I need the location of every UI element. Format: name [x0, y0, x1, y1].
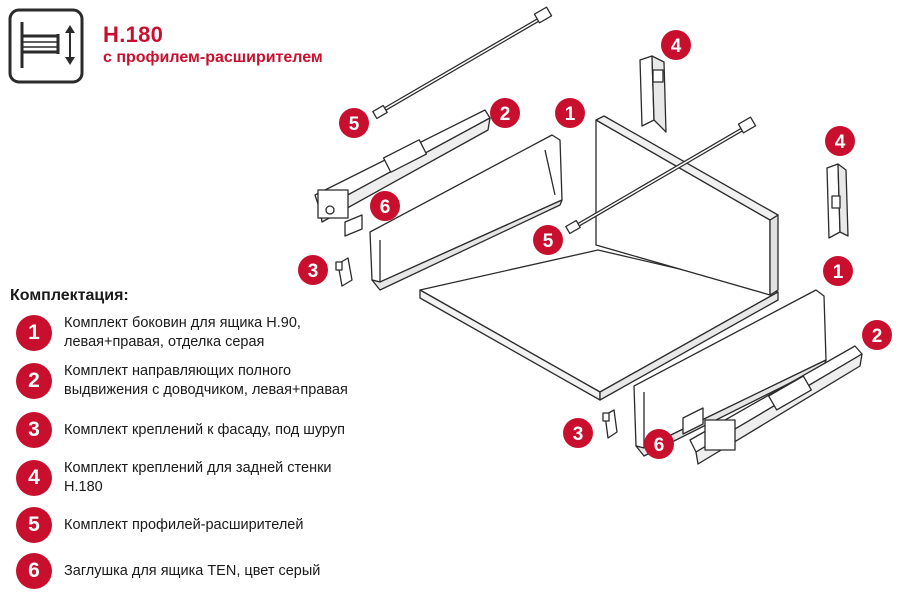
legend-label: Заглушка для ящика TEN, цвет серый — [64, 562, 321, 579]
svg-text:5: 5 — [543, 231, 554, 252]
right-runner — [689, 345, 863, 465]
svg-text:2: 2 — [500, 104, 511, 125]
callout-3-left-front-bracket: 3 — [298, 255, 328, 285]
legend-badge: 5 — [16, 507, 52, 543]
callout-5-center-rod: 5 — [533, 225, 563, 255]
svg-text:3: 3 — [308, 261, 319, 282]
legend-badge: 2 — [16, 363, 52, 399]
center-rod — [565, 116, 757, 235]
legend-title: Комплектация: — [10, 287, 129, 304]
legend-label: Комплект направляющих полного выдвижения… — [64, 363, 348, 398]
svg-text:4: 4 — [835, 132, 846, 153]
callout-2-right-runner: 2 — [862, 320, 892, 350]
svg-text:1: 1 — [833, 262, 844, 283]
legend-item-3: 3 Комплект креплений к фасаду, под шуруп — [16, 412, 394, 448]
svg-text:1: 1 — [565, 104, 576, 125]
legend-badge: 1 — [16, 315, 52, 351]
svg-text:4: 4 — [671, 36, 682, 57]
callout-5-left-rod: 5 — [339, 108, 369, 138]
callout-6-left-cap: 6 — [370, 191, 400, 221]
drawer-bottom-panel — [419, 249, 779, 401]
legend-badge: 4 — [16, 460, 52, 496]
callout-4-back-bracket-right: 4 — [825, 126, 855, 156]
legend-item-5: 5 Комплект профилей-расширителей — [16, 507, 394, 543]
legend-item-1: 1 Комплект боковин для ящика H.90, левая… — [16, 314, 394, 352]
drawer-height-icon — [8, 8, 84, 84]
left-cap — [344, 214, 363, 237]
callout-4-back-bracket-left: 4 — [661, 30, 691, 60]
legend-label: Комплект профилей-расширителей — [64, 516, 304, 533]
left-side-panel — [369, 134, 563, 291]
page-subtitle: с профилем-расширителем — [103, 49, 323, 66]
page-title: H.180 — [103, 22, 164, 47]
left-rod — [372, 6, 553, 120]
legend-label: Комплект креплений для задней стенки H.1… — [64, 460, 332, 495]
right-cap — [682, 407, 704, 435]
svg-text:6: 6 — [654, 435, 665, 456]
legend-item-4: 4 Комплект креплений для задней стенки H… — [16, 459, 394, 497]
callout-1-right-side-panel: 1 — [823, 256, 853, 286]
left-front-bracket — [335, 257, 353, 287]
back-bracket-right — [826, 163, 849, 239]
callout-3-right-front-bracket: 3 — [563, 418, 593, 448]
legend-item-2: 2 Комплект направляющих полного выдвижен… — [16, 362, 394, 400]
legend-label: Комплект креплений к фасаду, под шуруп — [64, 421, 345, 438]
svg-text:5: 5 — [349, 114, 360, 135]
svg-text:3: 3 — [573, 424, 584, 445]
legend-badge: 6 — [16, 553, 52, 589]
left-runner — [314, 109, 491, 223]
callout-6-right-cap: 6 — [644, 429, 674, 459]
back-bracket-left — [639, 55, 667, 133]
legend-item-6: 6 Заглушка для ящика TEN, цвет серый — [16, 553, 394, 589]
legend-label: Комплект боковин для ящика H.90, левая+п… — [64, 315, 301, 350]
callout-2-left-runner: 2 — [490, 98, 520, 128]
callout-1-left-side-panel: 1 — [555, 98, 585, 128]
right-front-bracket — [602, 409, 618, 439]
svg-text:6: 6 — [380, 197, 391, 218]
legend-badge: 3 — [16, 412, 52, 448]
drawer-back-panel — [595, 115, 779, 296]
svg-text:2: 2 — [872, 326, 883, 347]
